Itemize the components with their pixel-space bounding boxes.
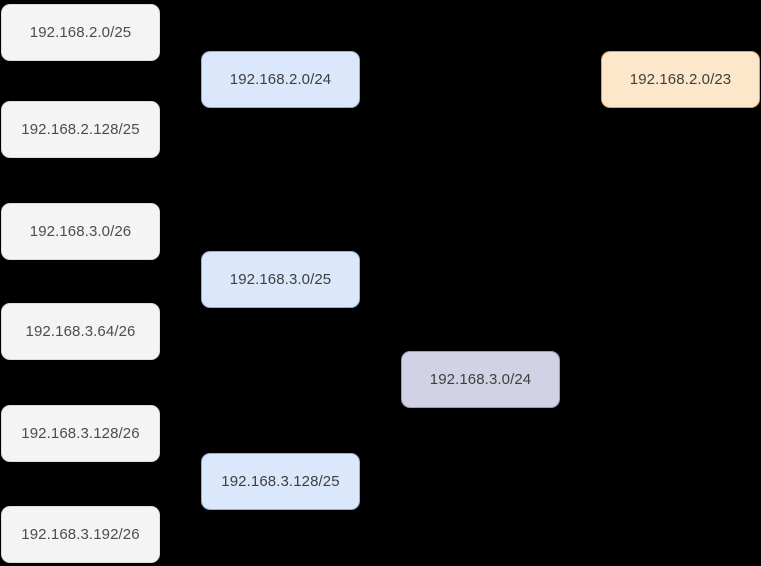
subnet-node-label: 192.168.3.0/26 xyxy=(29,223,132,240)
subnet-node-label: 192.168.3.192/26 xyxy=(21,526,140,543)
subnet-node-agg-192-168-2-0-24[interactable]: 192.168.2.0/24 xyxy=(201,51,360,108)
subnet-node-label: 192.168.3.0/25 xyxy=(229,271,332,288)
subnet-node-leaf-192-168-3-192-26[interactable]: 192.168.3.192/26 xyxy=(1,506,160,563)
subnet-node-label: 192.168.2.128/25 xyxy=(21,121,140,138)
subnet-node-label: 192.168.3.64/26 xyxy=(25,323,136,340)
subnet-node-leaf-192-168-3-64-26[interactable]: 192.168.3.64/26 xyxy=(1,303,160,360)
subnet-node-label: 192.168.3.128/26 xyxy=(21,425,140,442)
subnet-node-leaf-192-168-3-128-26[interactable]: 192.168.3.128/26 xyxy=(1,405,160,462)
subnet-node-agg-192-168-3-0-25[interactable]: 192.168.3.0/25 xyxy=(201,251,360,308)
subnet-node-label: 192.168.2.0/24 xyxy=(229,71,332,88)
subnet-node-label: 192.168.2.0/25 xyxy=(29,24,132,41)
subnet-node-leaf-192-168-2-128-25[interactable]: 192.168.2.128/25 xyxy=(1,101,160,158)
subnet-node-agg-192-168-3-0-24[interactable]: 192.168.3.0/24 xyxy=(401,351,560,408)
subnet-node-agg-192-168-3-128-25[interactable]: 192.168.3.128/25 xyxy=(201,453,360,510)
subnet-node-supernet-192-168-2-0-23[interactable]: 192.168.2.0/23 xyxy=(601,51,760,108)
subnet-node-label: 192.168.3.0/24 xyxy=(429,371,532,388)
subnet-node-leaf-192-168-3-0-26[interactable]: 192.168.3.0/26 xyxy=(1,203,160,260)
subnet-node-leaf-192-168-2-0-25[interactable]: 192.168.2.0/25 xyxy=(1,4,160,61)
subnet-node-label: 192.168.3.128/25 xyxy=(221,473,340,490)
subnet-node-label: 192.168.2.0/23 xyxy=(629,71,732,88)
